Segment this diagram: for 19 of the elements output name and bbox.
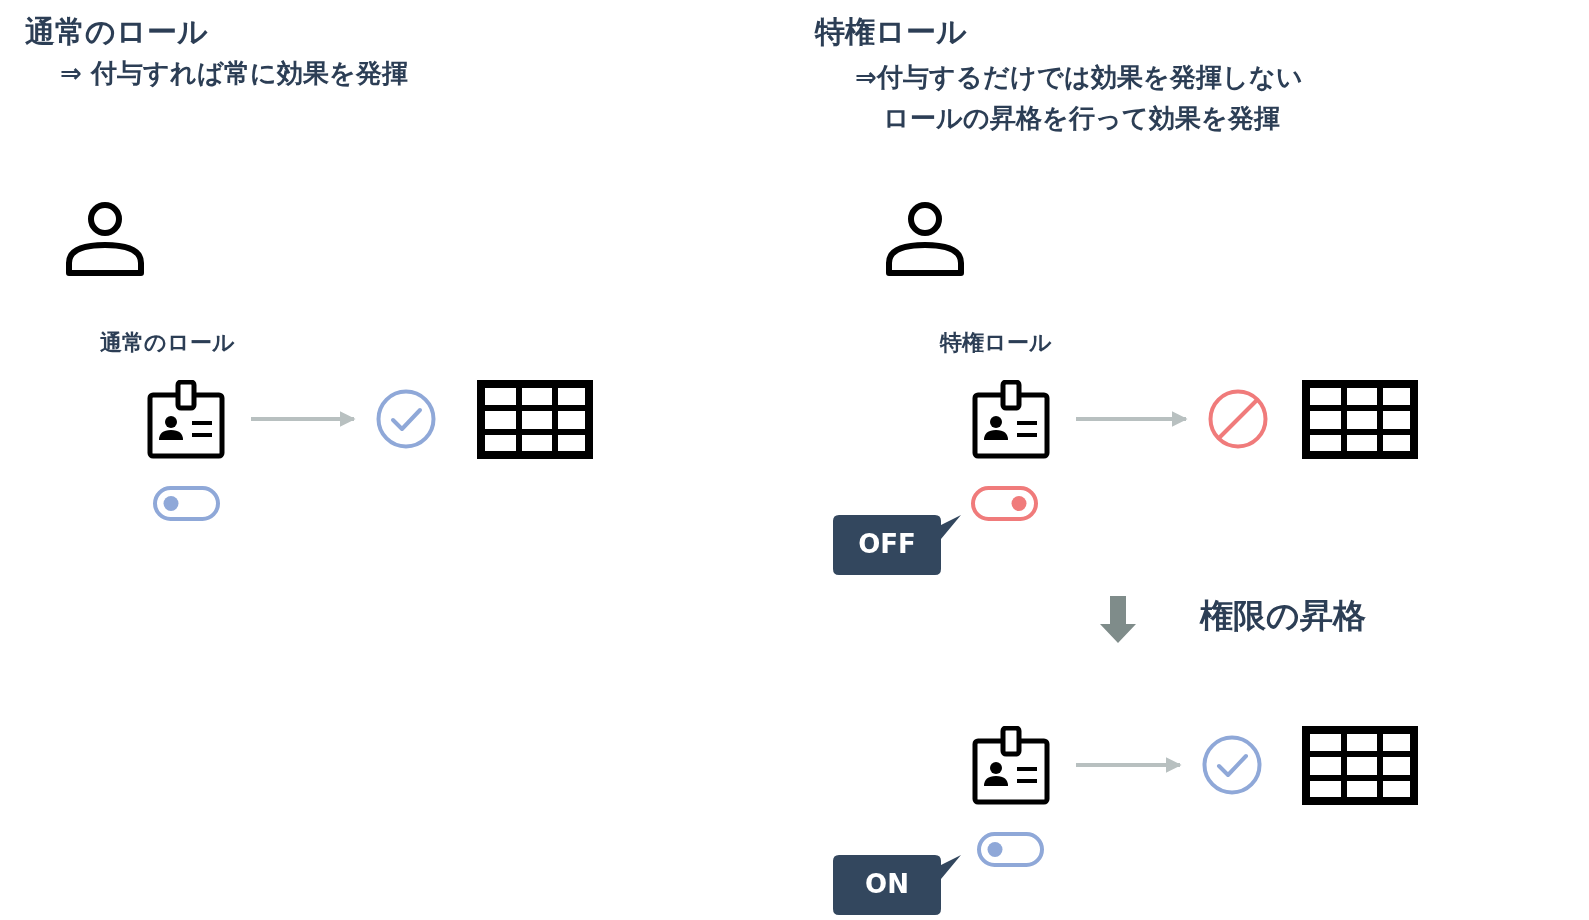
id-badge-icon [972, 726, 1050, 805]
check-circle-icon [1202, 735, 1262, 795]
heading: 特権ロール [815, 14, 967, 50]
arrow [1076, 411, 1188, 427]
role-label: 通常のロール [100, 330, 235, 357]
callout-text: OFF [857, 529, 917, 561]
heading: 通常のロール [25, 14, 208, 50]
arrow [1076, 757, 1182, 773]
subheading: ロールの昇格を行って効果を発揮 [883, 103, 1280, 135]
role-label: 特権ロール [940, 330, 1052, 357]
callout-text: ON [864, 869, 910, 901]
arrow [251, 411, 356, 427]
subheading: ⇒ 付与すれば常に効果を発揮 [60, 58, 408, 90]
subheading: ⇒付与するだけでは効果を発揮しない [855, 62, 1303, 94]
id-badge-icon [972, 380, 1050, 459]
id-badge-icon [147, 380, 225, 459]
check-circle-icon [376, 389, 436, 449]
prohibited-icon [1208, 389, 1268, 449]
caption: 権限の昇格 [1200, 596, 1366, 636]
